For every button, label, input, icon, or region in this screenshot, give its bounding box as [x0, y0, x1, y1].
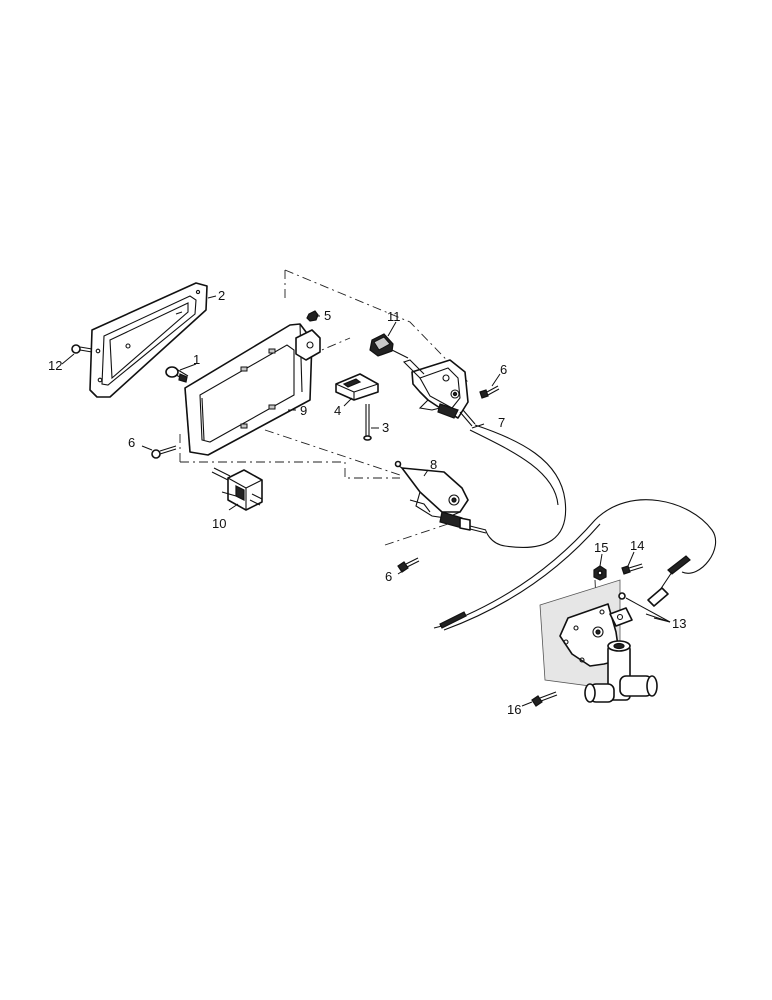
callout-2: 2 [218, 288, 225, 303]
valve-assembly [539, 579, 658, 703]
screw-part-6c [397, 557, 420, 573]
screw-part-12 [71, 344, 93, 354]
callout-5: 5 [324, 308, 331, 323]
switch-part-10 [211, 467, 263, 511]
callout-8: 8 [430, 457, 437, 472]
cable-part-7 [469, 424, 567, 548]
lever-part-8 [394, 460, 487, 534]
knob-part-1 [165, 366, 189, 383]
callout-15: 15 [594, 540, 608, 555]
callout-6c: 6 [385, 569, 392, 584]
screw-part-16 [531, 691, 558, 707]
callout-4: 4 [334, 403, 341, 418]
callout-9: 9 [300, 403, 307, 418]
callout-labels: 2 1 3 4 5 6 6 6 7 8 9 10 11 12 13 14 15 … [48, 288, 686, 717]
screw-part-6b [479, 385, 500, 399]
screw-part-3 [363, 404, 372, 441]
holder-part-4 [335, 373, 379, 401]
valve-cable [433, 499, 717, 631]
callout-16: 16 [507, 702, 521, 717]
screw-part-14 [621, 563, 644, 575]
bezel-part-2 [89, 282, 208, 398]
nut-part-5 [306, 310, 319, 322]
callout-13: 13 [672, 616, 686, 631]
lever-assembly-upper [402, 359, 476, 427]
callout-6a: 6 [128, 435, 135, 450]
callout-3: 3 [382, 420, 389, 435]
callout-10: 10 [212, 516, 226, 531]
nut-part-15 [593, 565, 607, 581]
callout-12: 12 [48, 358, 62, 373]
leader-lines [61, 295, 671, 707]
screw-part-6a [151, 445, 177, 459]
button-part-11 [369, 333, 409, 359]
housing-frame-part-9 [184, 323, 321, 456]
callout-7: 7 [498, 415, 505, 430]
callout-11: 11 [387, 309, 401, 324]
callout-1: 1 [193, 352, 200, 367]
clip-part-13 [618, 592, 626, 600]
callout-14: 14 [630, 538, 644, 553]
callout-6b: 6 [500, 362, 507, 377]
